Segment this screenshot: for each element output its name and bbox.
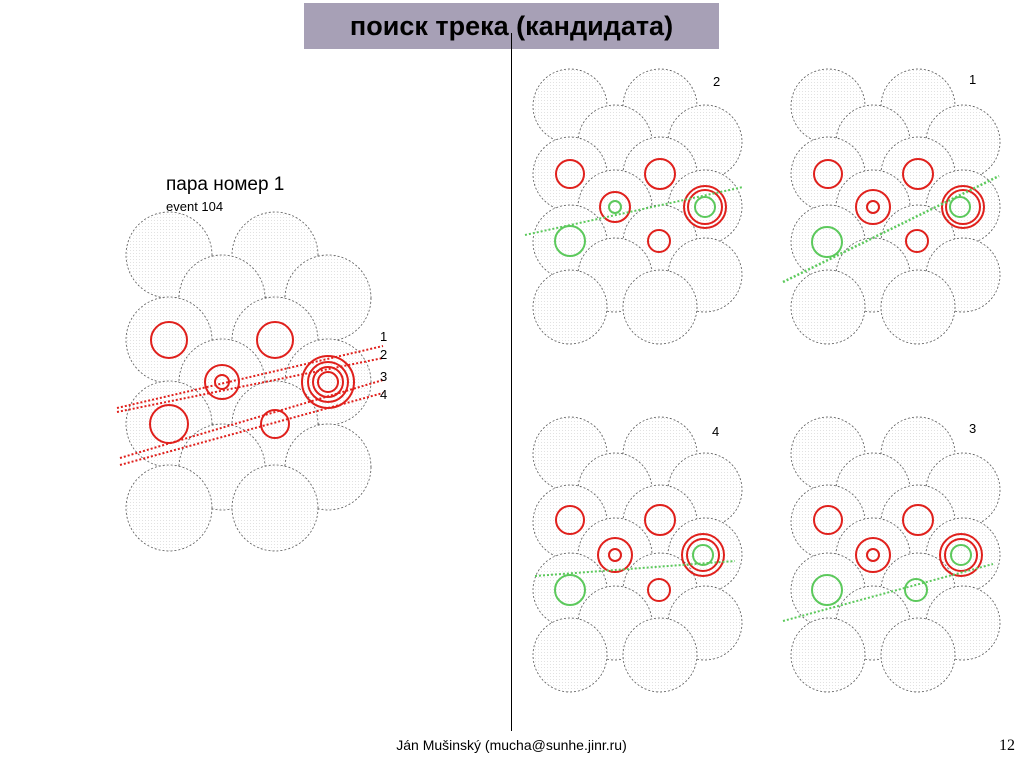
- vertical-divider: [511, 33, 512, 731]
- ring-red: [813, 505, 843, 535]
- mirror-circle: [231, 464, 319, 552]
- track-lines: [116, 345, 384, 466]
- ring-green: [811, 574, 843, 606]
- ring-green: [554, 574, 586, 606]
- ring-red: [608, 548, 622, 562]
- track-line-green: [524, 186, 744, 236]
- ring-red: [687, 189, 723, 225]
- page-number: 12: [999, 737, 1015, 754]
- mirror-circle: [880, 269, 956, 345]
- ring-green: [694, 196, 716, 218]
- line-labels: 1 2 3 4: [380, 329, 387, 402]
- track-line-green: [534, 560, 736, 577]
- ring-red: [214, 374, 230, 390]
- ring-red: [149, 404, 189, 444]
- track-line-3: [119, 379, 384, 459]
- ring-red: [866, 200, 880, 214]
- ring-red: [150, 321, 188, 359]
- panel-label: 2: [713, 74, 720, 89]
- ring-red: [256, 321, 294, 359]
- ring-red: [813, 159, 843, 189]
- panel-3: 3: [782, 416, 1001, 693]
- track-line-green: [782, 174, 1000, 284]
- ring-green: [950, 544, 972, 566]
- ring-red: [647, 578, 671, 602]
- ring-red: [317, 371, 339, 393]
- ring-red: [905, 229, 929, 253]
- ring-red: [941, 185, 985, 229]
- mirror-circle: [790, 617, 866, 693]
- mirror-circle: [880, 617, 956, 693]
- ring-red: [301, 355, 355, 409]
- track-line-green: [782, 563, 994, 622]
- rings: [149, 321, 355, 444]
- ring-red: [644, 158, 676, 190]
- event-label: event 104: [166, 199, 224, 214]
- ring-green: [949, 196, 971, 218]
- mirror-circle: [790, 269, 866, 345]
- panel-label: 3: [969, 421, 976, 436]
- track-line-2: [116, 357, 384, 413]
- ring-red: [555, 505, 585, 535]
- mirror-circle: [532, 269, 608, 345]
- mirror-circle: [125, 464, 213, 552]
- track-line-1: [116, 345, 384, 409]
- panel-4: 4: [532, 416, 743, 693]
- panel-label: 1: [969, 72, 976, 87]
- ring-red: [939, 533, 983, 577]
- ring-red: [855, 537, 891, 573]
- panel-label: 4: [712, 424, 719, 439]
- pair-title: пара номер 1: [166, 174, 285, 195]
- line-label: 2: [380, 347, 387, 362]
- panel-2: 2: [524, 68, 744, 345]
- ring-red: [555, 159, 585, 189]
- ring-red: [307, 361, 349, 403]
- ring-red: [944, 538, 978, 572]
- ring-red: [686, 538, 720, 572]
- ring-red: [945, 189, 981, 225]
- ring-red: [902, 504, 934, 536]
- ring-red: [647, 229, 671, 253]
- ring-red: [902, 158, 934, 190]
- ring-green: [692, 544, 714, 566]
- line-label: 1: [380, 329, 387, 344]
- ring-red: [683, 185, 727, 229]
- main-diagram: 1 2 3 4: [116, 211, 387, 552]
- ring-red: [855, 189, 891, 225]
- mirror-circle: [532, 617, 608, 693]
- mirror-circle: [622, 617, 698, 693]
- ring-red: [260, 409, 290, 439]
- line-label: 4: [380, 387, 387, 402]
- panel-1: 1: [782, 68, 1001, 345]
- ring-red: [597, 537, 633, 573]
- ring-red: [204, 364, 240, 400]
- ring-green: [811, 226, 843, 258]
- track-line-4: [119, 392, 384, 466]
- line-label: 3: [380, 369, 387, 384]
- ring-red: [866, 548, 880, 562]
- ring-red: [599, 191, 631, 223]
- mirror-circle: [622, 269, 698, 345]
- ring-red: [681, 533, 725, 577]
- mirror-grid: [125, 211, 372, 552]
- ring-red: [644, 504, 676, 536]
- ring-green: [904, 578, 928, 602]
- ring-green: [608, 200, 622, 214]
- footer-author: Ján Mušinský (mucha@sunhe.jinr.ru): [396, 737, 627, 753]
